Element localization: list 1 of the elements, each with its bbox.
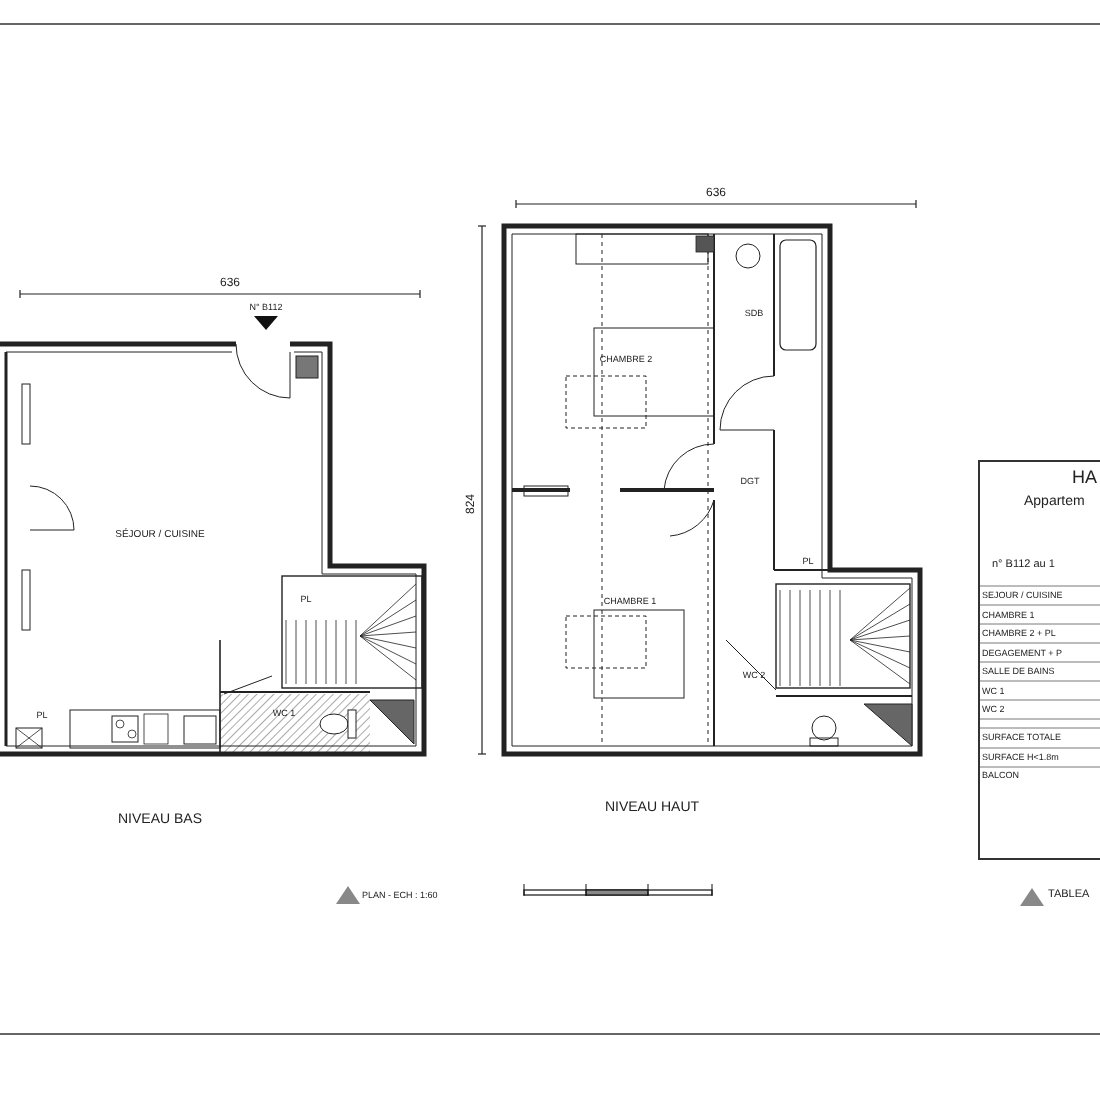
table-title: HA <box>1072 469 1098 487</box>
